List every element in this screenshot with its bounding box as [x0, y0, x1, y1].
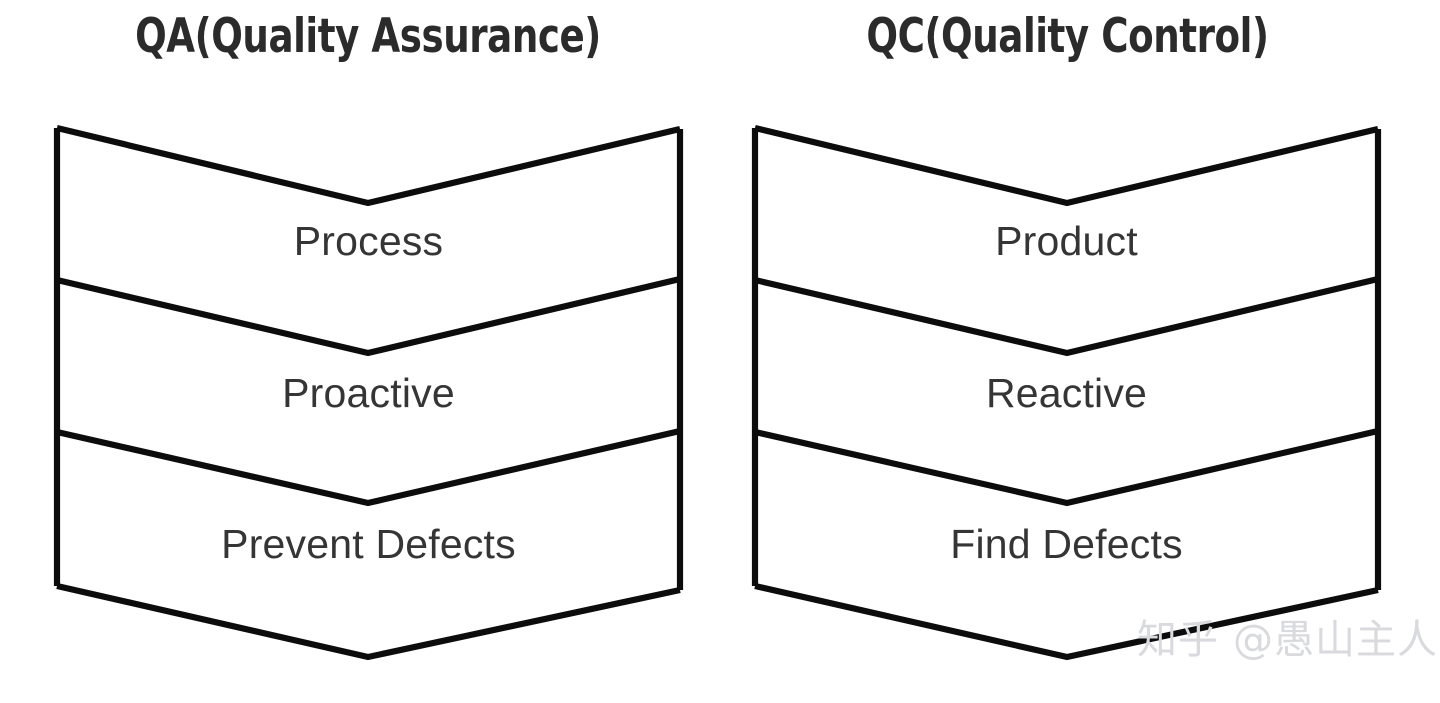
- qc-band-label-3: Find Defects: [950, 521, 1183, 567]
- qc-divider-1: [755, 279, 1378, 353]
- qa-band-label-3: Prevent Defects: [221, 521, 516, 567]
- qc-band-label-2: Reactive: [985, 370, 1148, 416]
- column-title-qc: QC(Quality Control): [866, 9, 1269, 64]
- qc-band-label-1: Product: [995, 218, 1138, 264]
- qc-divider-2: [755, 431, 1378, 503]
- watermark-logo: 知乎: [1137, 617, 1219, 663]
- qa-band-label-1: Process: [293, 218, 444, 264]
- qa-band-label-2: Proactive: [282, 370, 455, 416]
- watermark: 知乎 @愚山主人: [1137, 614, 1438, 666]
- qc-chevron-top-edge: [755, 128, 1378, 203]
- qa-chevron-bottom-edge: [57, 586, 680, 657]
- qa-chevron-top-edge: [57, 128, 680, 203]
- column-title-qa: QA(Quality Assurance): [135, 9, 601, 64]
- qa-divider-2: [57, 431, 680, 503]
- watermark-handle: @愚山主人: [1233, 617, 1438, 663]
- qa-divider-1: [57, 279, 680, 353]
